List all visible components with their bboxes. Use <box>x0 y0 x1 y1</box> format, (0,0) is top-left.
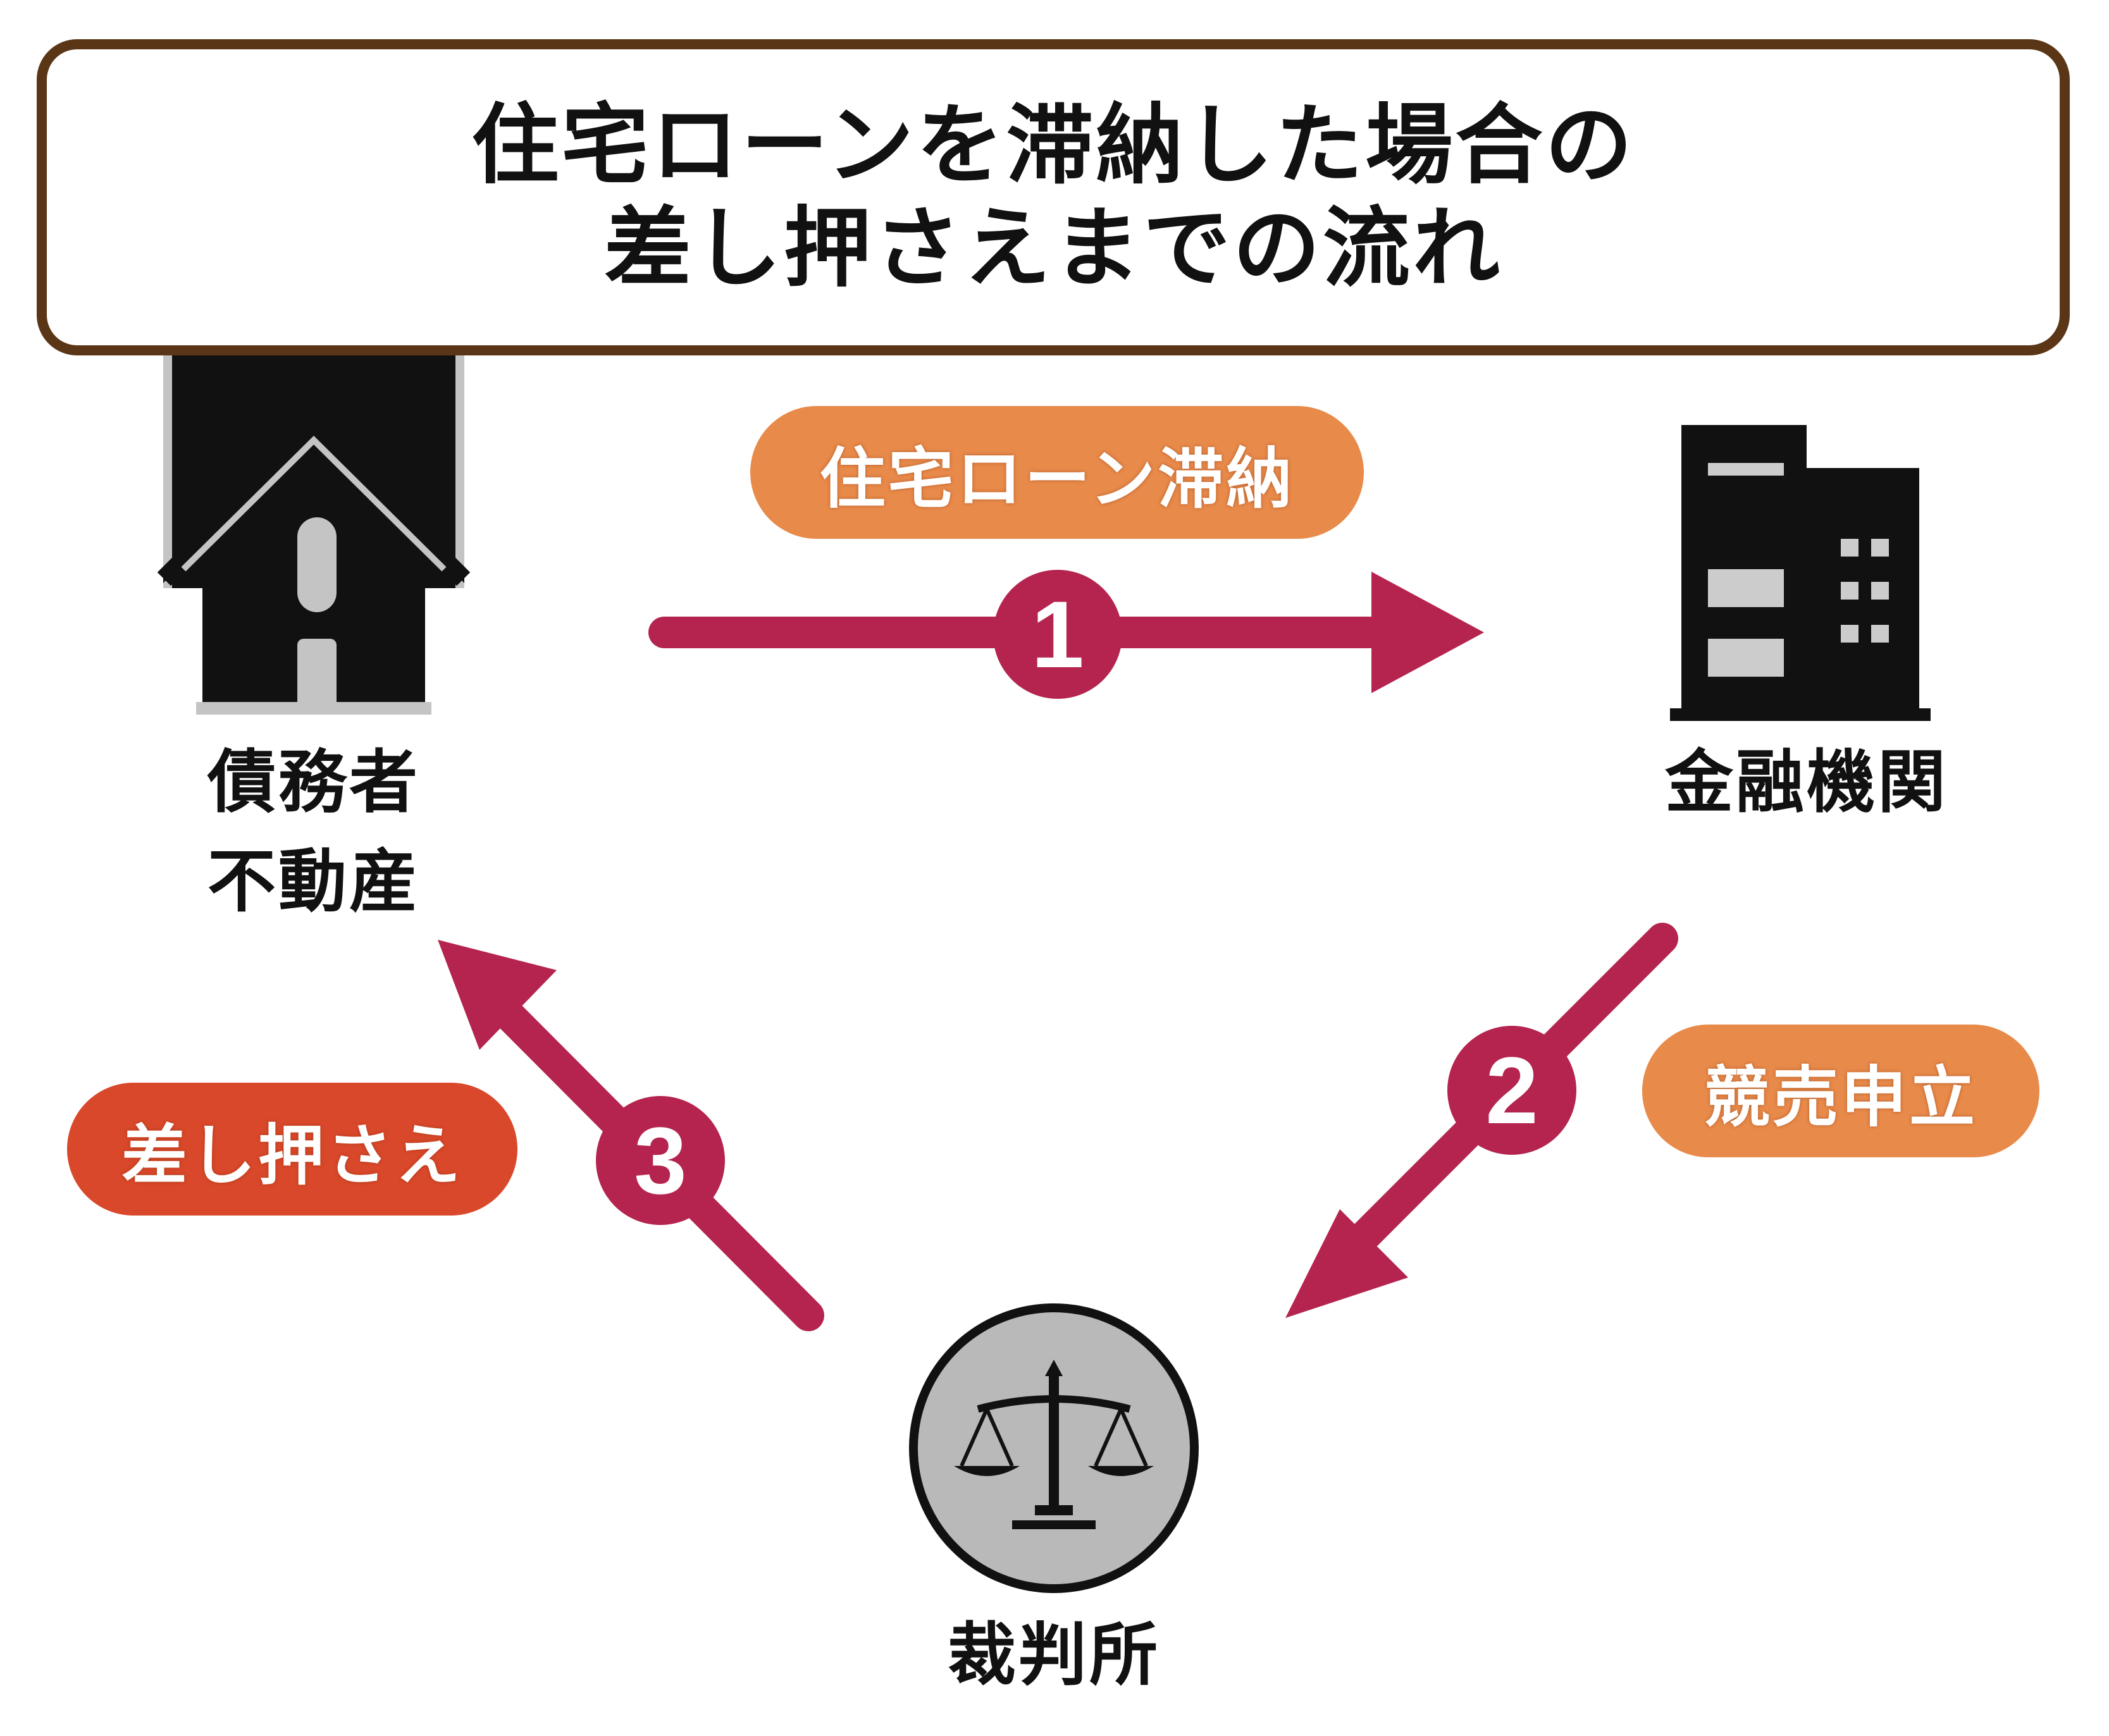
step-label-3: 差し押さえ <box>67 1083 517 1216</box>
scales-icon <box>909 1303 1199 1593</box>
debtor-label-line-1: 債務者 <box>207 743 420 822</box>
building-icon <box>1670 425 1931 721</box>
step-number-1: 1 <box>1031 581 1084 687</box>
step-badge-2: 2 <box>1447 1026 1576 1155</box>
step-badge-1: 1 <box>993 570 1122 699</box>
step-number-3: 3 <box>634 1107 686 1214</box>
step-label-2: 競売申立 <box>1642 1025 2039 1157</box>
step-number-2: 2 <box>1485 1037 1538 1143</box>
debtor-label: 債務者 不動産 <box>187 734 440 932</box>
step-label-1: 住宅ローン滞納 <box>750 406 1364 539</box>
debtor-label-line-2: 不動産 <box>207 842 420 921</box>
court-label: 裁判所 <box>947 1616 1160 1695</box>
step-badge-3: 3 <box>596 1096 725 1225</box>
bank-label: 金融機関 <box>1664 743 1948 822</box>
title-line-2: 差し押さえまでの流れ <box>603 197 1502 299</box>
title-box: 住宅ローンを滞納した場合の 差し押さえまでの流れ <box>37 39 2070 355</box>
title-line-1: 住宅ローンを滞納した場合の <box>471 94 1635 197</box>
